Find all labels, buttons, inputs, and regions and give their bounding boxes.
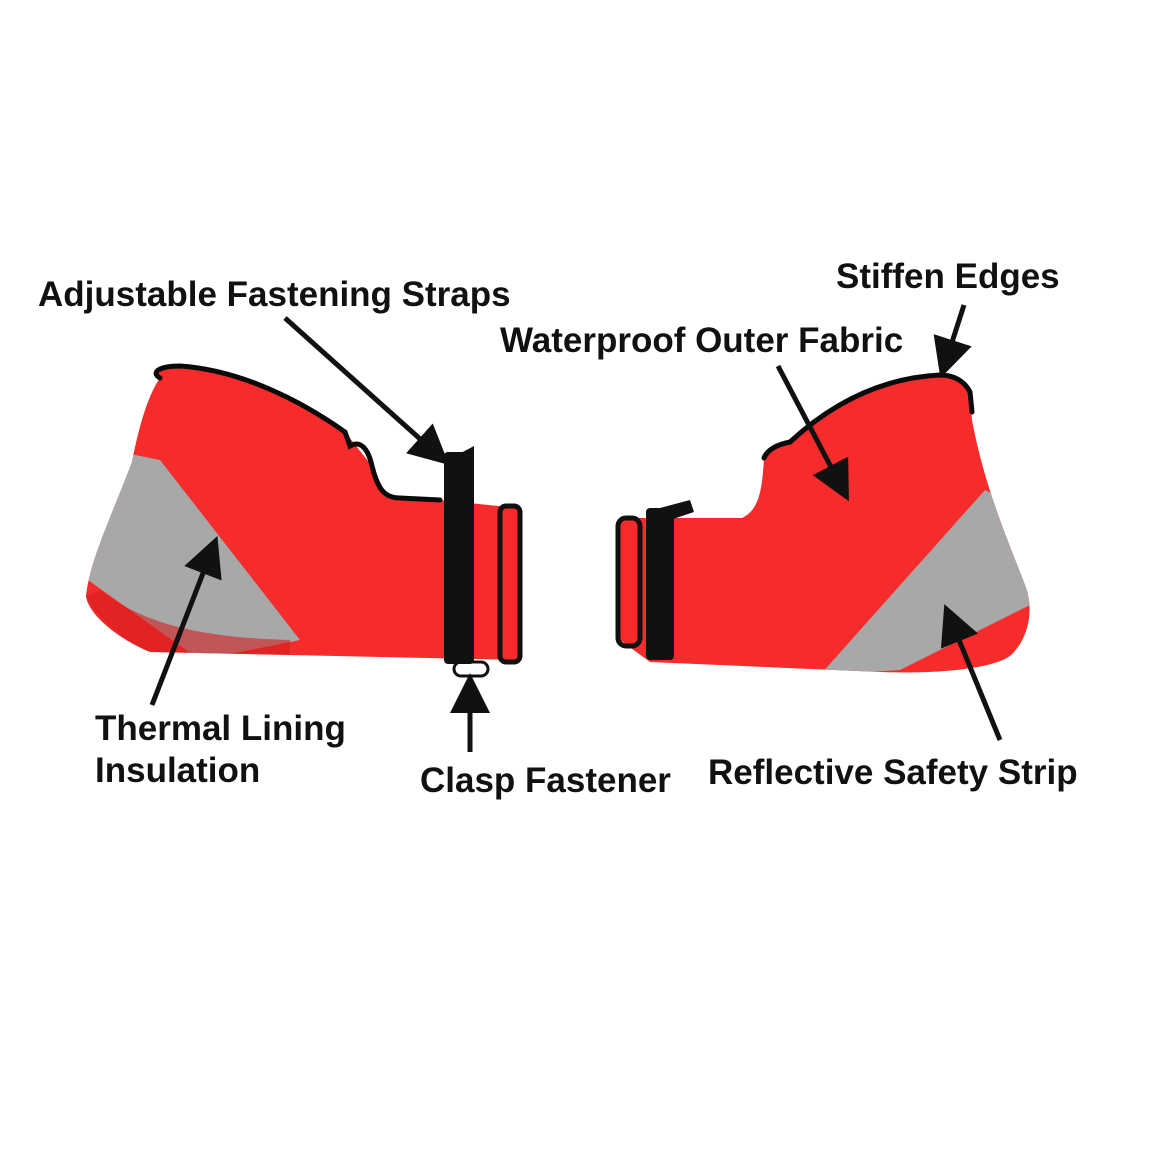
left-cuff-trim — [497, 503, 523, 665]
right-strap-tab — [660, 500, 694, 520]
label-adjustable-straps: Adjustable Fastening Straps — [38, 275, 511, 314]
reflective-arrow — [940, 604, 1003, 741]
left-strap-tab — [444, 446, 474, 478]
left-strap-band — [444, 452, 474, 664]
label-stiffen-edges: Stiffen Edges — [836, 257, 1060, 296]
edges-arrow — [933, 304, 972, 379]
callout-arrows — [149, 304, 1003, 752]
fabric-arrow — [775, 364, 849, 502]
right-reflective-strip — [820, 490, 1030, 673]
straps-arrow — [283, 316, 450, 466]
right-stiffened-edge — [761, 372, 975, 461]
right-cuff-trim — [615, 515, 643, 649]
label-waterproof-fabric: Waterproof Outer Fabric — [500, 321, 903, 360]
left-stiffened-edge — [153, 363, 443, 503]
label-clasp-fastener: Clasp Fastener — [420, 761, 671, 800]
right-hand-warmer — [615, 372, 1030, 673]
left-warmer-shade — [86, 590, 290, 655]
label-thermal-lining-line2: Insulation — [95, 751, 260, 790]
callout-labels: Adjustable Fastening Straps Stiffen Edge… — [38, 257, 1078, 800]
left-reflective-strip — [86, 440, 300, 660]
left-hand-warmer — [86, 363, 523, 678]
lining-arrow — [149, 536, 222, 706]
clasp-buckle — [452, 660, 490, 678]
label-thermal-lining-line1: Thermal Lining — [95, 709, 346, 748]
label-reflective-strip: Reflective Safety Strip — [708, 753, 1078, 792]
right-strap-band — [646, 508, 674, 660]
